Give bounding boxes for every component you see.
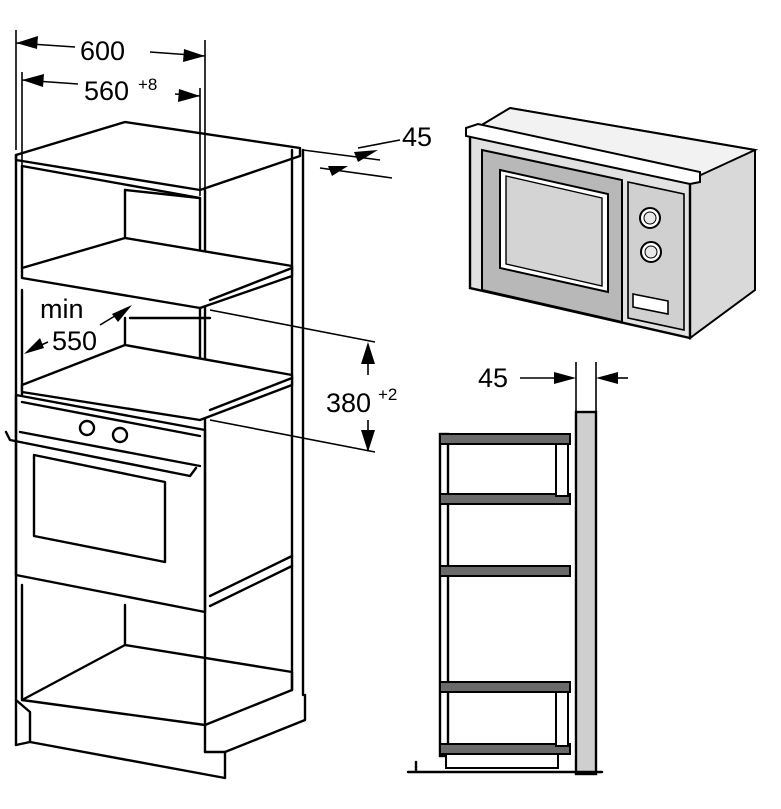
depth-offset-label: 45 — [402, 122, 432, 152]
niche-min-label: min — [40, 294, 84, 324]
oven-knob-icon — [78, 419, 96, 437]
side-view-cabinet: 45 — [406, 362, 628, 776]
oven-knob-icon — [111, 426, 129, 444]
dimension-depth-offset: 45 — [302, 122, 432, 179]
niche-depth-label: 550 — [52, 326, 97, 356]
cabinet-width-label: 600 — [80, 36, 125, 66]
dimension-niche-width: 560 +8 — [21, 72, 201, 196]
niche-height-tolerance: +2 — [378, 385, 397, 404]
built-in-microwave — [465, 106, 759, 340]
tall-cabinet — [4, 120, 307, 780]
dimension-niche-height: 380 +2 — [209, 309, 397, 453]
dimension-cabinet-width: 600 — [15, 30, 206, 188]
microwave-display — [632, 293, 669, 315]
niche-height-label: 380 — [326, 388, 371, 418]
dimension-niche-depth: min 550 — [24, 294, 132, 356]
niche-width-tolerance: +8 — [138, 75, 157, 94]
built-in-oven — [4, 393, 207, 614]
niche-width-label: 560 — [84, 76, 129, 106]
side-offset-label: 45 — [478, 363, 508, 393]
wall — [574, 410, 598, 776]
